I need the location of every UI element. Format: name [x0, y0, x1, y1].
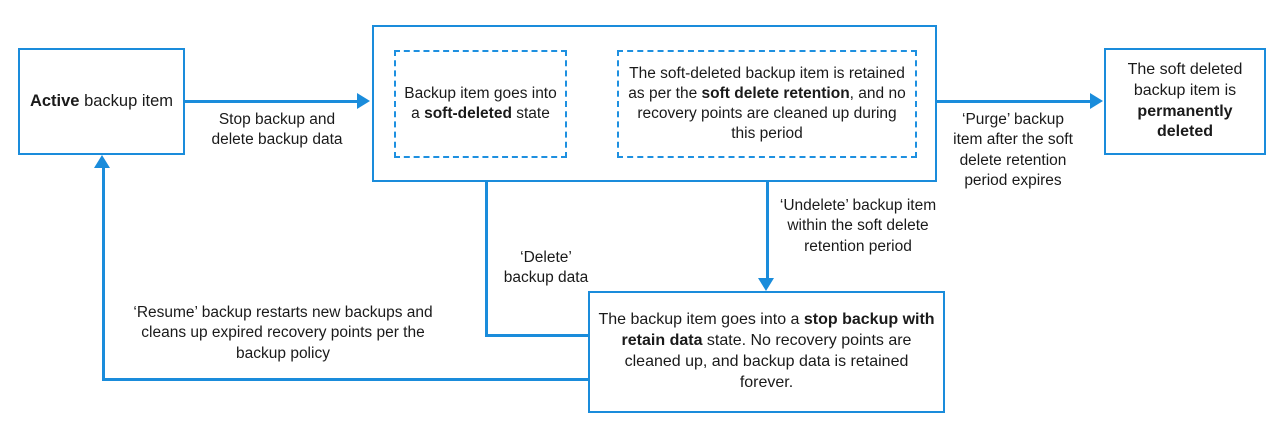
stop-backup-retain-data-box[interactable]: The backup item goes into a stop backup …: [588, 291, 945, 413]
active-backup-item-label: Active backup item: [30, 91, 173, 112]
stop-backup-bold: stop backup with retain data: [621, 311, 935, 350]
stop-backup-part2: state. No recovery points are cleaned up…: [624, 332, 912, 391]
soft-deleted-state-part2: state: [511, 105, 550, 122]
connector-resume-vertical: [102, 168, 105, 380]
connector-delete-horizontal: [485, 334, 590, 337]
edge-label-delete-backup-data: ‘Delete’ backup data: [503, 249, 589, 287]
edge-label-stop-and-delete: Stop backup and delete backup data: [211, 111, 343, 149]
edge-label-undelete: ‘Undelete’ backup item within the soft d…: [779, 197, 937, 255]
soft-delete-retention-part1: The soft-deleted backup item is retained…: [628, 64, 905, 102]
active-backup-item-rest: backup item: [79, 91, 174, 110]
arrowhead-purge-to-permanent-delete: [1090, 93, 1103, 109]
connector-resume-horizontal: [102, 378, 590, 381]
connector-delete-vertical: [485, 175, 488, 336]
soft-delete-retention-bold: soft delete retention: [701, 84, 850, 102]
arrowhead-resume-to-active: [94, 155, 110, 168]
soft-delete-retention-part2: , and no recovery points are cleaned up …: [637, 84, 906, 143]
edge-label-resume: ‘Resume’ backup restarts new backups and…: [133, 304, 433, 362]
arrowhead-active-to-softdeleted: [357, 93, 370, 109]
soft-deleted-state-bold: soft-deleted: [424, 105, 512, 122]
permanently-deleted-part1: The soft deleted backup item is: [1127, 60, 1243, 99]
soft-deleted-state-label: Backup item goes into a soft-deleted sta…: [404, 84, 557, 124]
connector-undelete-vertical: [766, 158, 769, 278]
active-backup-item-box[interactable]: Active backup item: [18, 48, 185, 155]
soft-delete-retention-box[interactable]: The soft-deleted backup item is retained…: [617, 50, 917, 158]
arrowhead-undelete: [758, 278, 774, 291]
stop-backup-part1: The backup item goes into a: [598, 311, 804, 329]
soft-delete-retention-label: The soft-deleted backup item is retained…: [627, 64, 907, 145]
connector-purge-to-permanent-delete: [937, 100, 1092, 103]
connector-active-to-softdeleted: [185, 100, 357, 103]
soft-deleted-state-part1: Backup item goes into a: [404, 84, 557, 122]
permanently-deleted-bold: permanently deleted: [1137, 102, 1233, 141]
permanently-deleted-label: The soft deleted backup item is permanen…: [1114, 60, 1256, 143]
permanently-deleted-box[interactable]: The soft deleted backup item is permanen…: [1104, 48, 1266, 155]
edge-label-purge: ‘Purge’ backup item after the soft delet…: [953, 111, 1073, 190]
stop-backup-retain-data-label: The backup item goes into a stop backup …: [598, 310, 935, 393]
soft-deleted-state-box[interactable]: Backup item goes into a soft-deleted sta…: [394, 50, 567, 158]
active-backup-item-bold: Active: [29, 91, 80, 110]
